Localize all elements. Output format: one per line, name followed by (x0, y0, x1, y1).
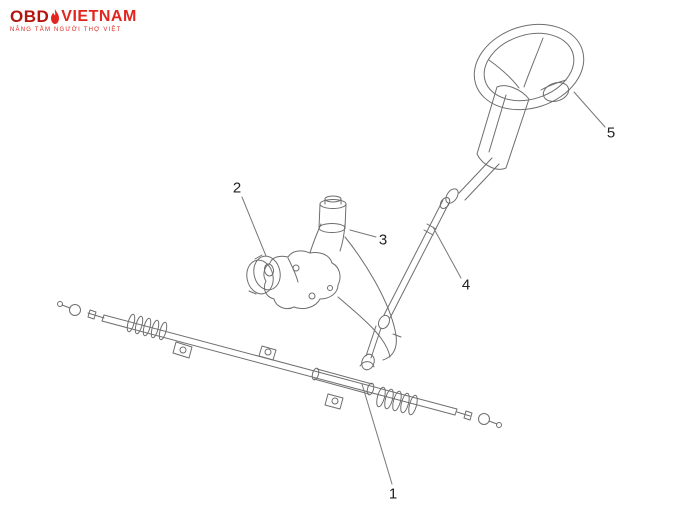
steering-pump (263, 250, 341, 310)
flame-icon (50, 9, 60, 24)
steering-wheel (473, 23, 585, 111)
callout-5: 5 (606, 124, 616, 142)
callout-1: 1 (388, 485, 398, 503)
steering-column (458, 85, 530, 201)
brand-logo: OBD VIETNAM NÂNG TẦM NGƯỜI THỢ VIỆT (10, 8, 137, 33)
callout-2: 2 (232, 179, 242, 197)
callout-leader-lines (241, 91, 606, 485)
callout-3: 3 (378, 231, 388, 249)
pump-pulley (246, 254, 281, 295)
hydraulic-hoses (337, 236, 402, 361)
steering-rack (101, 313, 458, 416)
logo-tagline: NÂNG TẦM NGƯỜI THỢ VIỆT (10, 27, 122, 33)
logo-vietnam-text: VIETNAM (61, 8, 137, 25)
fluid-reservoir (309, 195, 347, 254)
steering-shaft (361, 188, 459, 371)
tie-rod-right (456, 410, 502, 428)
callout-4: 4 (461, 276, 471, 294)
tie-rod-left (57, 301, 105, 320)
logo-obd-text: OBD (10, 7, 50, 26)
